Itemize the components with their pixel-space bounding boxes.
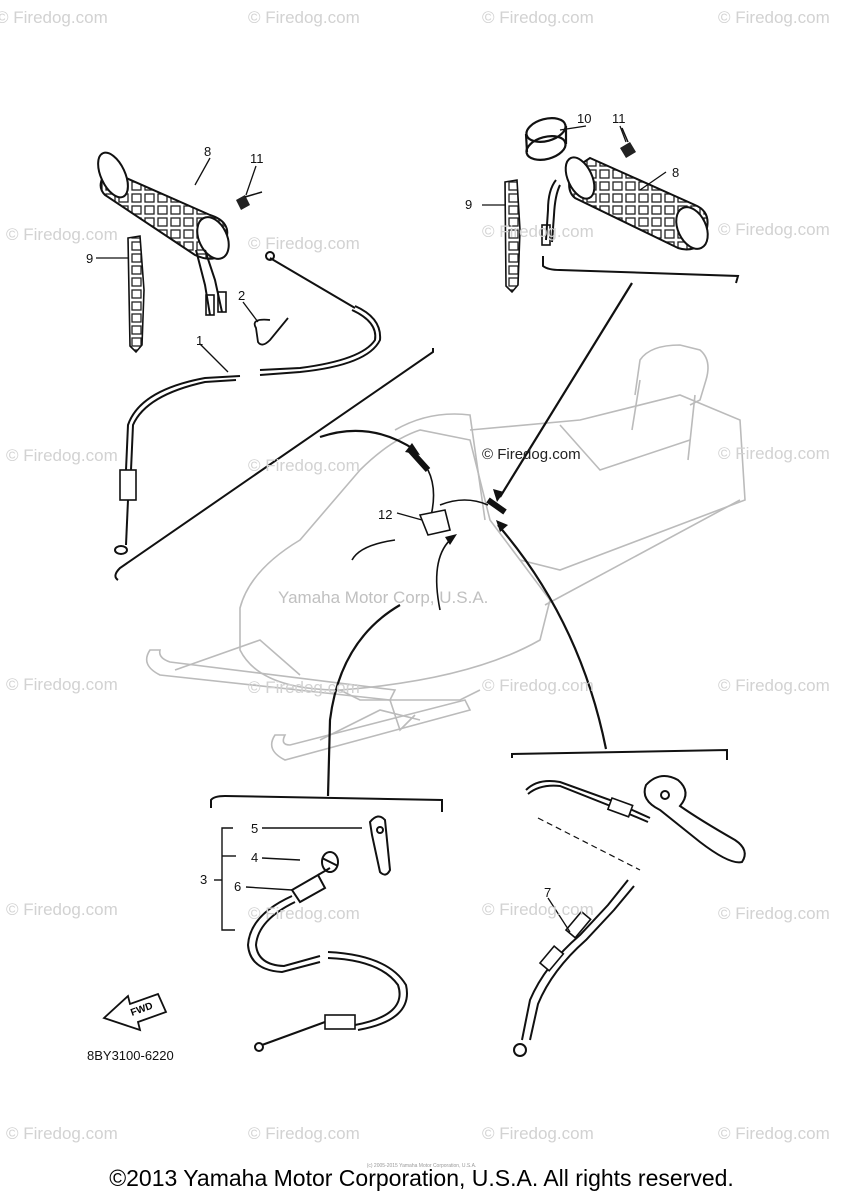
- center-watermark: Yamaha Motor Corp, U.S.A.: [278, 588, 489, 607]
- fwd-arrow: FWD: [102, 992, 168, 1032]
- left-grip-assembly: [97, 151, 230, 316]
- watermark: © Firedog.com: [482, 8, 594, 27]
- callout-1: 1: [196, 333, 204, 348]
- choke-cable: [246, 895, 408, 1052]
- part-code: 8BY3100-6220: [87, 1048, 174, 1063]
- watermark: © Firedog.com: [6, 1124, 118, 1143]
- callout-8-left: 8: [204, 144, 212, 159]
- callout-11-right: 11: [612, 111, 626, 126]
- watermark: © Firedog.com: [482, 1124, 594, 1143]
- watermark: © Firedog.com: [482, 222, 594, 241]
- lower-right-group-frame: [511, 748, 728, 760]
- right-grip-assembly: [541, 156, 709, 251]
- copyright-footer: ©2013 Yamaha Motor Corporation, U.S.A. A…: [109, 1165, 734, 1191]
- lower-left-group-frame: [210, 794, 443, 812]
- upper-right-group-frame: [542, 256, 740, 284]
- callout-10: 10: [577, 111, 592, 126]
- left-screw: [236, 191, 263, 210]
- tiny-copyright-line: (c) 2005-2015 Yamaha Motor Corporation, …: [366, 1163, 477, 1169]
- callout-9-right: 9: [465, 197, 473, 212]
- watermark: © Firedog.com: [248, 904, 360, 923]
- watermark: © Firedog.com: [718, 8, 830, 27]
- callout-6: 6: [234, 879, 242, 894]
- callout-4: 4: [251, 850, 259, 865]
- watermark: © Firedog.com: [6, 225, 118, 244]
- right-screw: [620, 127, 636, 158]
- brake-cable-lower: [513, 879, 635, 1057]
- callout-arrows: [319, 282, 633, 797]
- brake-lever: [643, 775, 746, 864]
- snowmobile-body: [145, 344, 746, 761]
- callout-5: 5: [251, 821, 259, 836]
- watermark: © Firedog.com: [248, 1124, 360, 1143]
- watermark: © Firedog.com: [248, 456, 360, 475]
- watermark: © Firedog.com: [482, 676, 594, 695]
- clip: [253, 317, 289, 346]
- callout-8-right: 8: [672, 165, 680, 180]
- choke-nut: [321, 851, 339, 873]
- choke-knob: [290, 867, 331, 904]
- watermark: © Firedog.com: [6, 900, 118, 919]
- body-grip-markers: [407, 447, 507, 536]
- callout-2: 2: [238, 288, 246, 303]
- watermark: © Firedog.com: [718, 676, 830, 695]
- inline-watermark: © Firedog.com: [482, 446, 581, 463]
- brake-dash-line: [537, 817, 641, 871]
- leader-lines: [96, 125, 667, 933]
- callout-3: 3: [200, 872, 208, 887]
- watermark: © Firedog.com: [718, 1124, 830, 1143]
- watermark: © Firedog.com: [248, 678, 360, 697]
- watermark: © Firedog.com: [718, 904, 830, 923]
- watermark: © Firedog.com: [6, 446, 118, 465]
- throttle-cable: [114, 251, 382, 555]
- watermark: © Firedog.com: [482, 900, 594, 919]
- right-cable-tie: [504, 179, 521, 294]
- watermark: © Firedog.com: [248, 234, 360, 253]
- watermark: © Firedog.com: [248, 8, 360, 27]
- brake-cable-upper: [525, 780, 651, 823]
- grip-ring: [524, 117, 568, 161]
- choke-bracket: [368, 815, 392, 876]
- watermark: © Firedog.com: [718, 444, 830, 463]
- callout-7: 7: [544, 885, 552, 900]
- callout-bracket: [214, 827, 362, 931]
- callout-9-left: 9: [86, 251, 94, 266]
- left-cable-tie: [127, 235, 145, 354]
- watermark: © Firedog.com: [0, 8, 108, 27]
- watermark: © Firedog.com: [6, 675, 118, 694]
- callout-11-left: 11: [250, 151, 264, 166]
- callout-12: 12: [378, 507, 393, 522]
- watermark: © Firedog.com: [718, 220, 830, 239]
- upper-left-group-frame: [114, 348, 434, 581]
